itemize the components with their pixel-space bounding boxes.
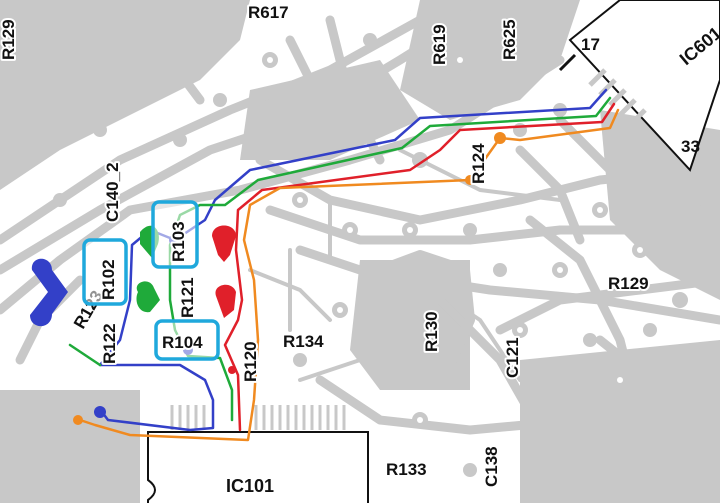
ic601-pin33-label: 33 [681, 137, 700, 156]
label-r121: R121 [178, 277, 197, 318]
red-pad-a [212, 225, 236, 262]
label-c121: C121 [503, 337, 522, 378]
blue-pad [30, 258, 68, 327]
red-pad-b [215, 284, 236, 318]
label-r130: R130 [422, 311, 441, 352]
highlight-box-r104[interactable] [154, 319, 220, 361]
label-r617: R617 [248, 3, 289, 22]
ic601-chip: 17 33 IC601 [558, 0, 720, 172]
label-r133: R133 [386, 460, 427, 479]
label-r129: R129 [608, 274, 649, 293]
label-r625: R625 [500, 19, 519, 60]
label-r129-topleft: R129 [0, 19, 18, 60]
ic101-label: IC101 [226, 476, 274, 496]
highlighted-components: R103 R102 R104 [82, 200, 220, 361]
label-r103: R103 [169, 221, 188, 262]
label-c138: C138 [482, 446, 501, 487]
red-trace [223, 102, 616, 432]
label-r102: R102 [99, 259, 118, 300]
label-r619: R619 [430, 24, 449, 65]
highlight-box-r103[interactable] [151, 200, 199, 269]
blue-trace [98, 88, 608, 432]
green-trace-2 [68, 343, 102, 367]
green-pad-b [136, 281, 160, 313]
label-r104: R104 [162, 333, 203, 352]
orange-trace [78, 108, 620, 442]
label-c140-2: C140_2 [103, 162, 122, 222]
ic601-pin17-marker [558, 53, 577, 72]
label-r124: R124 [469, 143, 488, 184]
label-r122: R122 [100, 323, 119, 364]
ic601-pin17-label: 17 [581, 35, 600, 54]
label-r120: R120 [241, 341, 260, 382]
ic101-chip: IC101 [147, 405, 369, 503]
highlight-box-r102[interactable] [82, 238, 128, 306]
label-r134: R134 [283, 332, 324, 351]
